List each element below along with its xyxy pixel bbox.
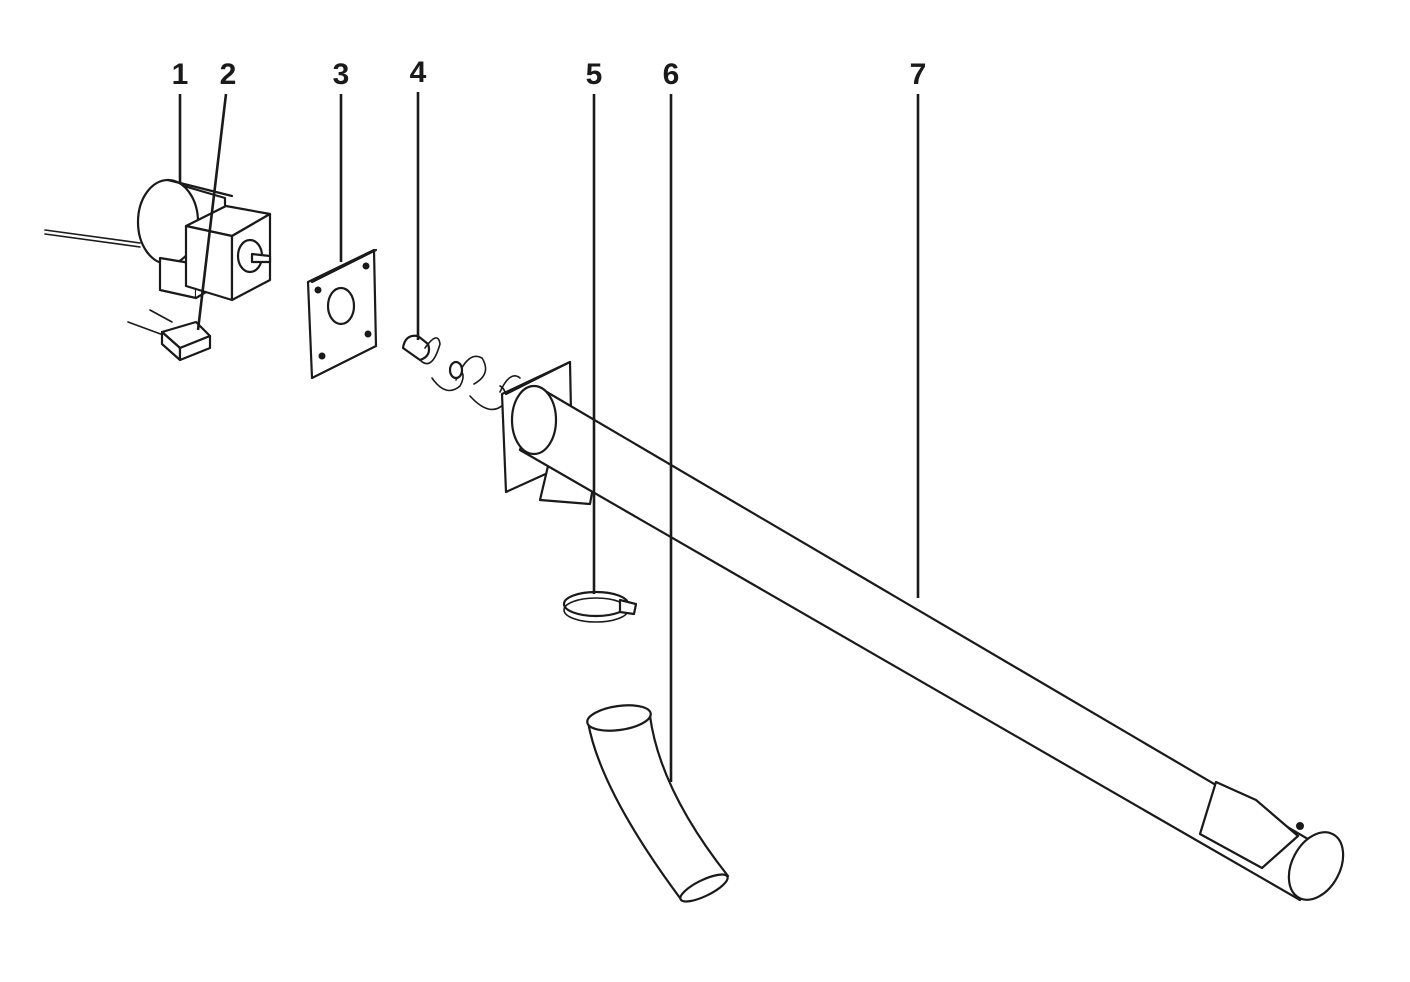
part-7-auger-tube [500, 360, 1345, 902]
leader-lines [178, 92, 920, 782]
callout-7: 7 [910, 58, 927, 91]
tube-end-slot [1198, 780, 1300, 870]
part-3-mounting-plate [306, 248, 378, 380]
part-5-hose-clamp [562, 590, 638, 623]
tube-inlet-end [510, 384, 558, 456]
callout-2: 2 [220, 58, 237, 91]
leader-line-2 [196, 93, 228, 331]
spout-bottom-opening [679, 873, 729, 903]
part-2-capacitor [127, 309, 212, 362]
callout-labels: 1 2 3 4 5 6 7 [172, 56, 927, 91]
part-1-motor [44, 178, 272, 302]
tube-end-cap [1287, 831, 1345, 901]
callout-5: 5 [586, 58, 603, 91]
part-6-bent-spout [586, 704, 730, 903]
spout-top-opening [586, 704, 652, 732]
callout-1: 1 [172, 58, 189, 91]
callout-4: 4 [410, 56, 427, 89]
callout-3: 3 [333, 58, 350, 91]
callout-6: 6 [663, 58, 680, 91]
motor-cable [44, 229, 141, 244]
